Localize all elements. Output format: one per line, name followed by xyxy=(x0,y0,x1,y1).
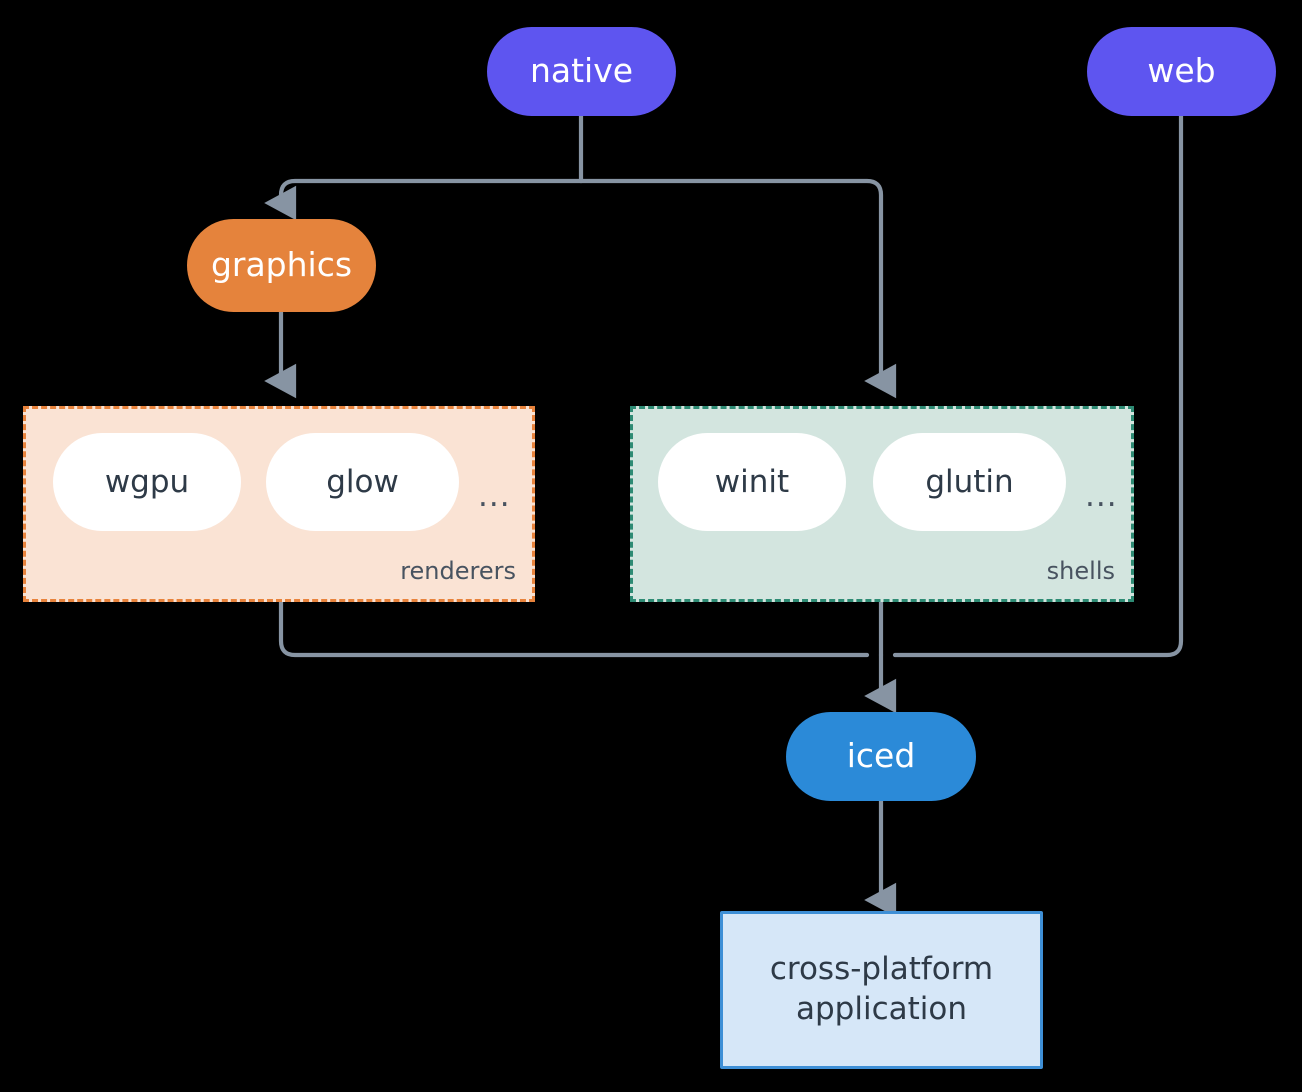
node-graphics-label: graphics xyxy=(210,245,353,285)
group-shells-item-glutin[interactable]: glutin xyxy=(873,433,1066,531)
edge-native-to-graphics xyxy=(264,178,584,221)
edge-renderers-to-iced xyxy=(278,599,870,658)
node-graphics[interactable]: graphics xyxy=(187,219,376,312)
group-renderers-item-wgpu[interactable]: wgpu xyxy=(53,433,241,531)
group-renderers-label: renderers xyxy=(400,557,516,585)
node-web-label: web xyxy=(1147,51,1216,91)
edge-native-to-shells xyxy=(578,178,897,399)
group-renderers-item-glow-label: glow xyxy=(326,464,399,500)
group-shells-label: shells xyxy=(1046,557,1115,585)
group-shells-overflow-ellipsis: ... xyxy=(1085,478,1118,514)
group-renderers-overflow-ellipsis: ... xyxy=(478,478,511,514)
node-application-label-line1: cross-platform xyxy=(769,951,994,988)
group-shells-item-winit[interactable]: winit xyxy=(658,433,846,531)
node-native[interactable]: native xyxy=(487,27,676,116)
group-renderers: wgpu glow ... renderers xyxy=(23,406,535,602)
node-web[interactable]: web xyxy=(1087,27,1276,116)
group-renderers-item-glow[interactable]: glow xyxy=(266,433,459,531)
node-native-label: native xyxy=(529,51,634,91)
group-shells-item-winit-label: winit xyxy=(714,464,790,500)
group-renderers-item-wgpu-label: wgpu xyxy=(104,464,190,500)
node-application[interactable]: cross-platform application xyxy=(720,911,1043,1069)
group-shells: winit glutin ... shells xyxy=(630,406,1134,602)
node-iced-label: iced xyxy=(846,736,916,776)
node-iced[interactable]: iced xyxy=(786,712,976,801)
group-shells-item-glutin-label: glutin xyxy=(925,464,1014,500)
node-application-label-line2: application xyxy=(796,991,967,1027)
